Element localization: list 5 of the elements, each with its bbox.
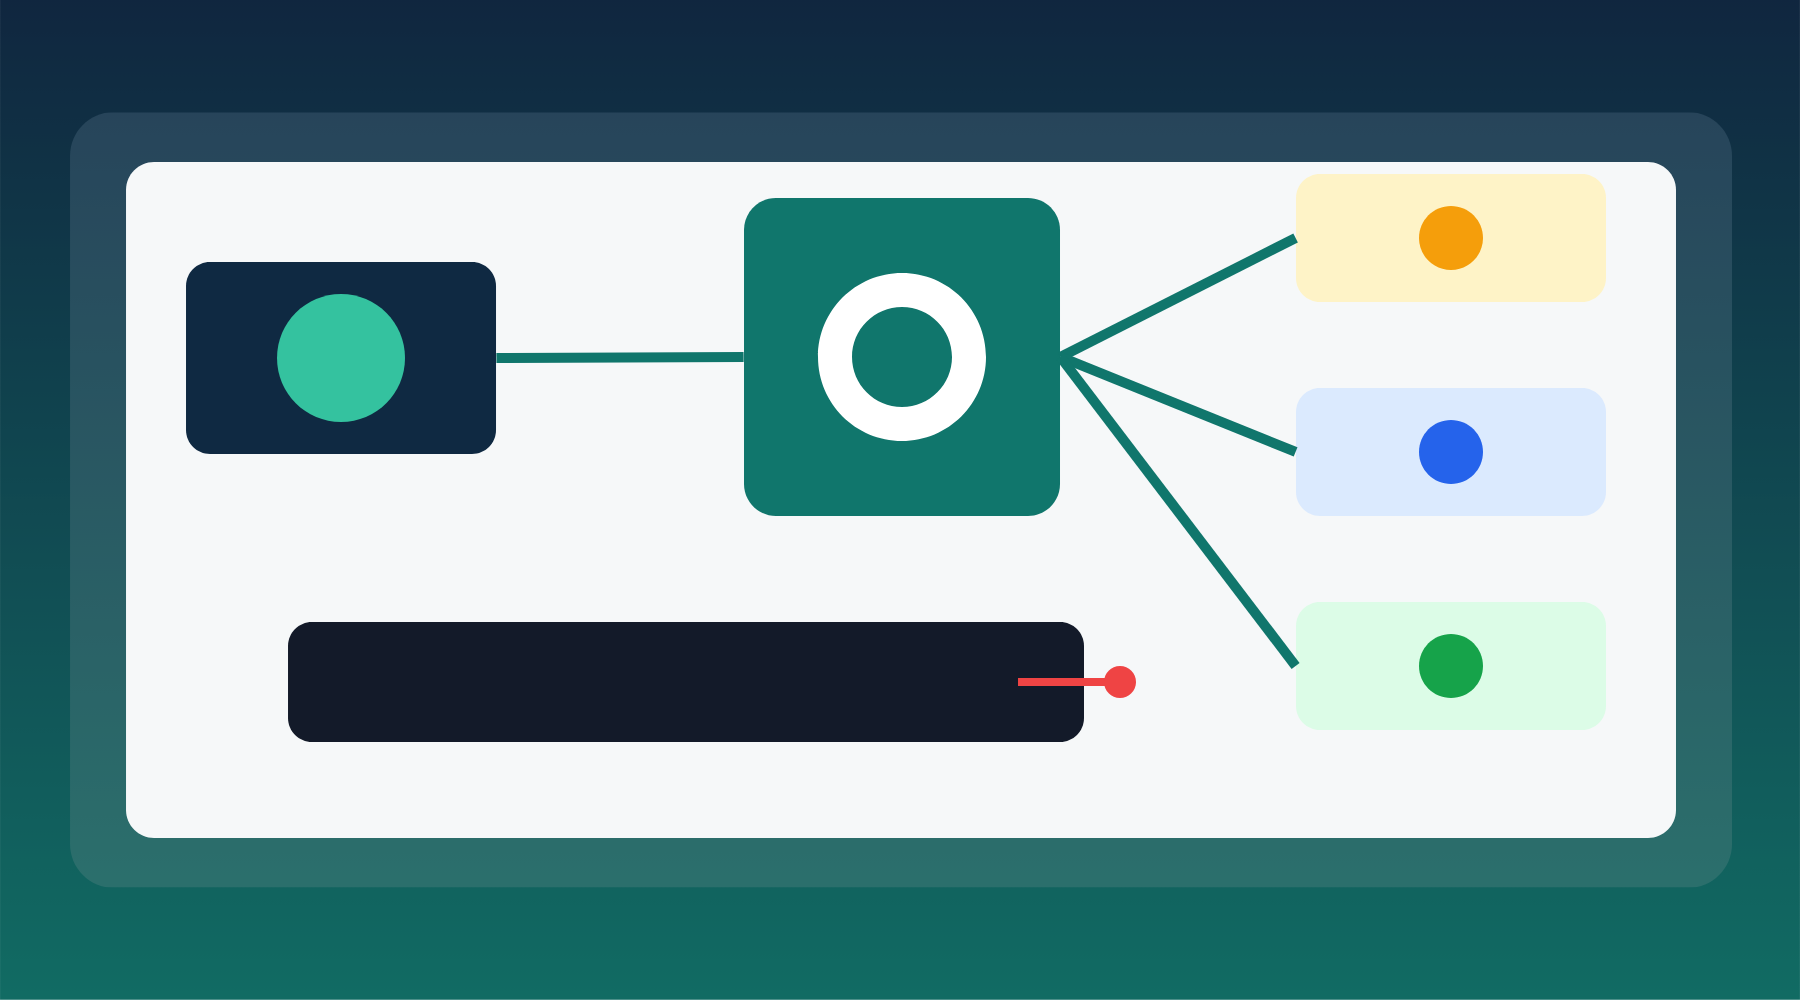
connector-line — [496, 352, 744, 363]
connector-line — [1056, 353, 1300, 669]
connector-line — [1058, 233, 1298, 362]
connector-line — [1058, 352, 1298, 457]
output-box — [1296, 174, 1606, 302]
